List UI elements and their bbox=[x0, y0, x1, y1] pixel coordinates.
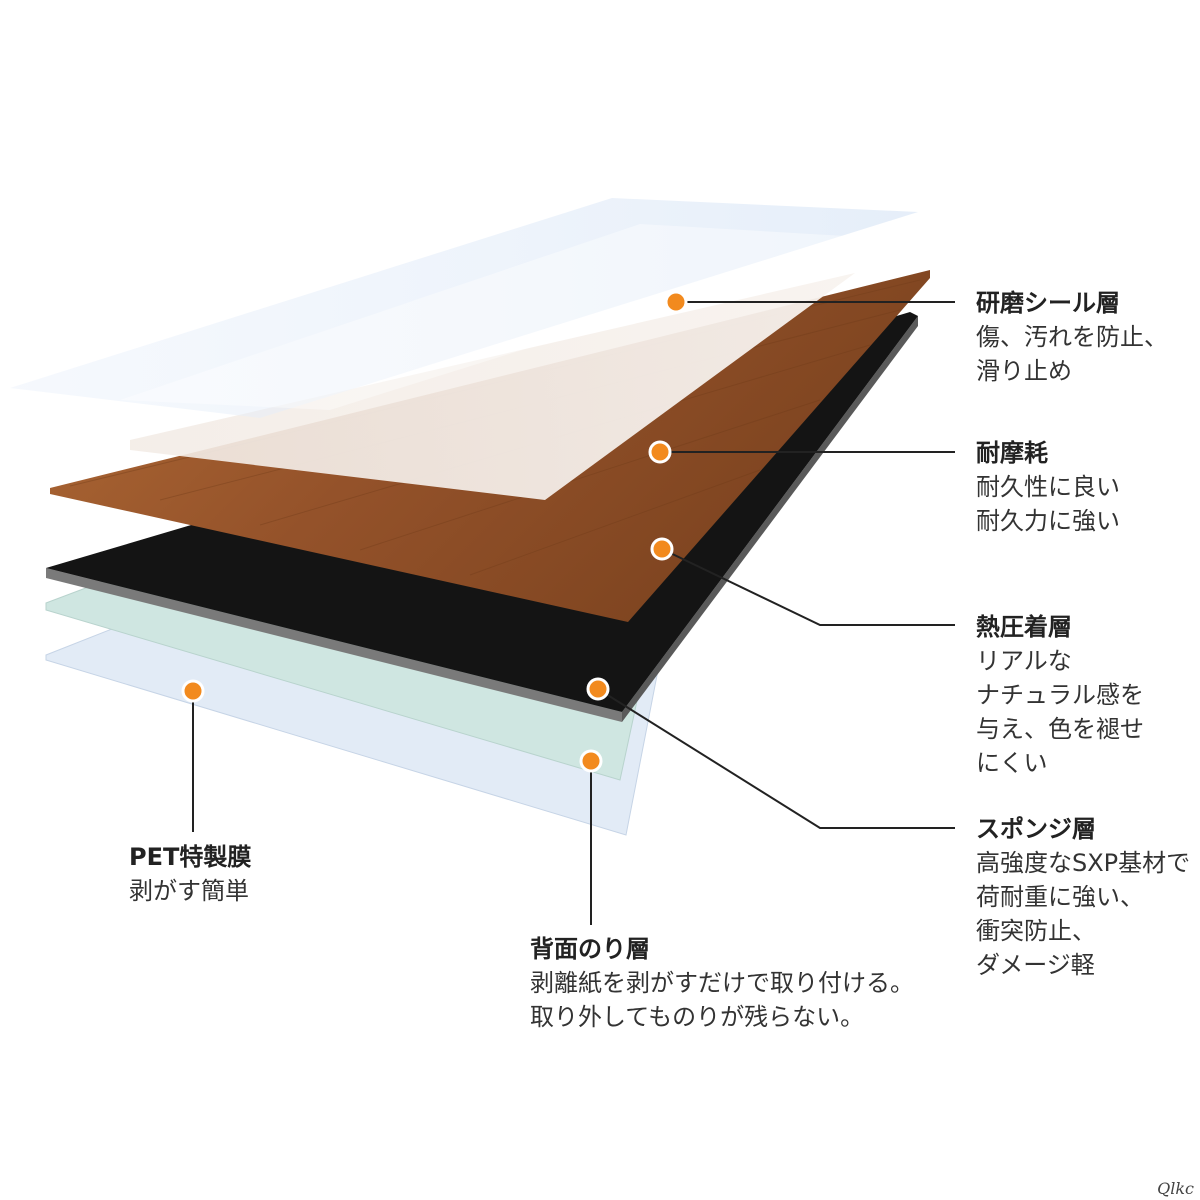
label-sealing-desc-1: 傷、汚れを防止、 bbox=[976, 323, 1168, 351]
label-sponge: スポンジ層 高強度なSXP基材で 荷耐重に強い、 衝突防止、 ダメージ軽 bbox=[976, 812, 1190, 982]
label-thermal-title: 熱圧着層 bbox=[976, 613, 1072, 641]
marker-sponge bbox=[586, 677, 610, 701]
label-back-title: 背面のり層 bbox=[530, 935, 650, 963]
marker-back bbox=[579, 749, 603, 773]
label-wear-title: 耐摩耗 bbox=[976, 439, 1048, 467]
label-thermal: 熱圧着層 リアルな ナチュラル感を 与え、色を褪せ にくい bbox=[976, 610, 1144, 780]
label-thermal-desc-3: 与え、色を褪せ bbox=[976, 715, 1144, 743]
label-wear-desc-2: 耐久力に強い bbox=[976, 507, 1120, 535]
label-sponge-desc-1: 高強度なSXP基材で bbox=[976, 849, 1191, 877]
sponge-layer-side bbox=[622, 316, 918, 722]
label-sponge-desc-4: ダメージ軽 bbox=[976, 951, 1095, 979]
marker-sealing bbox=[664, 290, 688, 314]
leader-line-sponge bbox=[597, 688, 955, 829]
sealing-coat-layer bbox=[10, 198, 918, 418]
label-sponge-desc-3: 衝突防止、 bbox=[976, 917, 1096, 945]
marker-wear bbox=[648, 440, 672, 464]
label-sealing-desc-2: 滑り止め bbox=[976, 357, 1072, 385]
watermark: Qlkc bbox=[1157, 1179, 1194, 1198]
label-thermal-desc-2: ナチュラル感を bbox=[976, 681, 1144, 709]
leader-line-thermal bbox=[661, 548, 955, 626]
label-sealing: 研磨シール層 傷、汚れを防止、 滑り止め bbox=[976, 286, 1168, 388]
sealing-coat-layer-inner bbox=[120, 224, 880, 410]
label-thermal-desc-4: にくい bbox=[976, 749, 1048, 777]
label-pet-desc-1: 剥がす簡単 bbox=[129, 877, 249, 905]
label-back-desc-1: 剥離紙を剥がすだけで取り付ける。 bbox=[530, 969, 914, 997]
label-pet-title: PET特製膜 bbox=[129, 843, 252, 871]
label-thermal-desc-1: リアルな bbox=[976, 647, 1072, 675]
label-back: 背面のり層 剥離紙を剥がすだけで取り付ける。 取り外してものりが残らない。 bbox=[530, 932, 914, 1034]
wear-surface bbox=[130, 273, 855, 500]
label-sealing-title: 研磨シール層 bbox=[976, 289, 1120, 317]
label-wear-desc-1: 耐久性に良い bbox=[976, 473, 1120, 501]
label-back-desc-2: 取り外してものりが残らない。 bbox=[530, 1003, 865, 1031]
marker-pet bbox=[181, 679, 205, 703]
sponge-layer-edge bbox=[46, 568, 622, 722]
label-wear: 耐摩耗 耐久性に良い 耐久力に強い bbox=[976, 436, 1120, 538]
label-pet: PET特製膜 剥がす簡単 bbox=[129, 840, 251, 908]
label-sponge-title: スポンジ層 bbox=[976, 815, 1096, 843]
marker-thermal bbox=[650, 537, 674, 561]
label-sponge-desc-2: 荷耐重に強い、 bbox=[976, 883, 1144, 911]
